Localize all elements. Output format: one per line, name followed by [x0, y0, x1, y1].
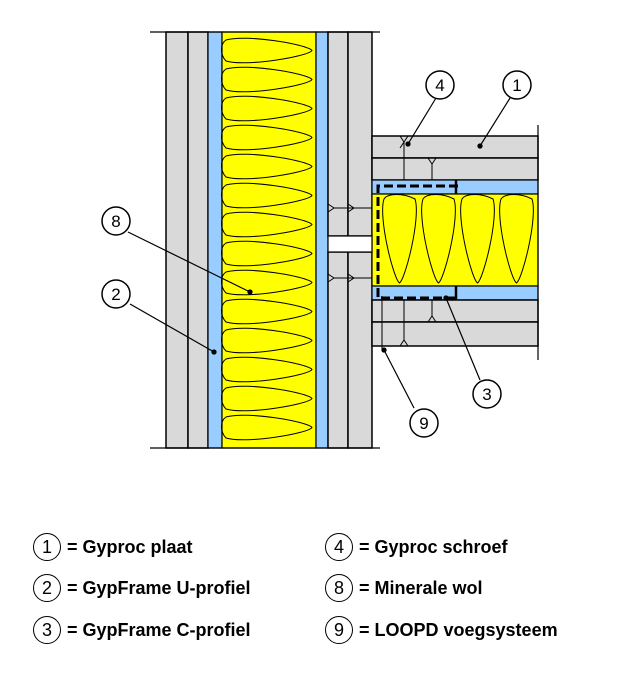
leader-1 [477, 97, 511, 149]
wool-wave [382, 194, 417, 284]
screw-main-top [327, 203, 372, 213]
wool-wave [221, 414, 313, 441]
main-wall-wool-pattern [221, 37, 313, 441]
leader-4 [405, 97, 437, 147]
wool-wave [421, 194, 456, 284]
svg-text:2: 2 [111, 285, 120, 304]
svg-text:1: 1 [512, 76, 521, 95]
screw-bottom-vertical-2 [427, 300, 437, 323]
side-wall-wool-pattern [382, 194, 534, 284]
side-wall-board-top-inner [371, 157, 539, 181]
wool-wave [221, 95, 313, 122]
callout-circle-4: 4 [425, 70, 455, 100]
main-wall-board-outer-right-top [347, 31, 373, 237]
c-profile-outline [376, 184, 458, 300]
main-wall-u-profile-right [315, 31, 329, 449]
wool-wave [221, 37, 313, 64]
svg-text:3: 3 [482, 385, 491, 404]
wool-wave [499, 194, 534, 284]
side-wall [371, 125, 539, 360]
junction-gap [327, 235, 373, 253]
side-wall-board-top-outer [371, 135, 539, 159]
callout-circle-3: 3 [472, 379, 502, 409]
screw-bottom-vertical [399, 300, 409, 347]
screw-top-vertical [399, 135, 409, 180]
main-wall [150, 31, 380, 449]
wool-wave [221, 269, 313, 296]
main-wall-board-inner-right-bottom [327, 251, 349, 449]
main-wall-mineral-wool [221, 31, 317, 449]
wool-wave [221, 298, 313, 325]
main-wall-u-profile-left [207, 31, 223, 449]
svg-text:4: 4 [435, 76, 444, 95]
leader-lines [127, 97, 511, 409]
leader-8 [127, 231, 253, 295]
callout-circle-8: 8 [101, 206, 131, 236]
svg-text:9: 9 [419, 414, 428, 433]
wool-wave [221, 124, 313, 151]
main-wall-board-outer-left [165, 31, 189, 449]
main-wall-board-inner-left [187, 31, 209, 449]
screw-top-vertical-2 [427, 157, 437, 180]
wool-wave [221, 153, 313, 180]
wool-wave [221, 211, 313, 238]
screw-main-top-2 [347, 203, 355, 213]
screw-main-bottom-2 [347, 273, 355, 283]
callout-circle-9: 9 [409, 408, 439, 438]
screw-main-bottom [327, 273, 372, 283]
leader-2 [129, 303, 217, 355]
wool-wave [221, 240, 313, 267]
wool-wave [221, 182, 313, 209]
wool-wave [460, 194, 495, 284]
callout-circle-1: 1 [502, 70, 532, 100]
main-wall-board-outer-right-bottom [347, 251, 373, 449]
screws [327, 135, 437, 347]
svg-text:8: 8 [111, 212, 120, 231]
wool-wave [221, 66, 313, 93]
leader-3 [443, 295, 481, 381]
wool-wave [221, 385, 313, 412]
wool-wave [221, 327, 313, 354]
side-wall-board-bottom-outer [371, 321, 539, 347]
callout-circle-2: 2 [101, 279, 131, 309]
wool-wave [221, 356, 313, 383]
leader-9 [381, 347, 415, 409]
